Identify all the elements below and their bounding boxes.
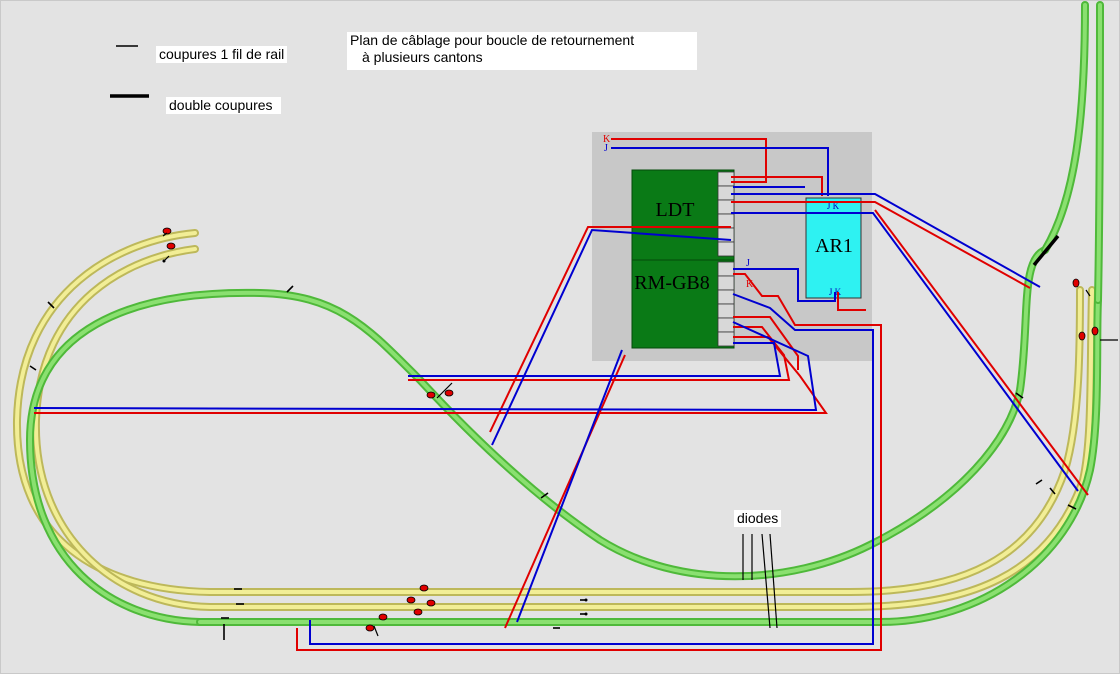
rm-gb8-module <box>631 259 735 349</box>
ldt-label: LDT <box>656 199 695 221</box>
rm-gb8-label: RM-GB8 <box>634 272 710 294</box>
ar1-label: AR1 <box>815 235 853 257</box>
track-dot-marks <box>162 259 588 616</box>
ldt-module <box>631 169 735 261</box>
module-terminals <box>717 171 735 347</box>
diode-leads <box>742 533 778 629</box>
red-wires <box>34 138 1089 651</box>
rail-cut-marks <box>29 285 1077 640</box>
rm-k-label: K <box>746 279 754 290</box>
panel-j-label: J <box>604 143 608 154</box>
legend-double-cut-label: double coupures <box>166 97 281 114</box>
ar1-top-terminals: J K <box>827 201 840 211</box>
rm-j-label: J <box>746 258 750 269</box>
plan-title-line2: à plusieurs cantons <box>362 49 483 65</box>
blue-wires <box>33 147 1079 645</box>
ar1-module <box>805 197 862 299</box>
legend-single-cut-label: coupures 1 fil de rail <box>156 46 288 63</box>
yellow-tracks <box>12 229 1096 611</box>
plan-title: Plan de câblage pour boucle de retournem… <box>347 32 697 70</box>
signal-posts <box>162 232 1118 637</box>
diodes-label-box: diodes <box>734 510 782 527</box>
double-cut-mark <box>1032 234 1060 267</box>
green-tracks <box>26 1 1104 626</box>
plan-title-line1: Plan de câblage pour boucle de retournem… <box>350 32 635 48</box>
signals <box>162 227 1099 632</box>
panel-k-label: K <box>603 134 611 145</box>
yellow-track-inner <box>31 245 1096 611</box>
